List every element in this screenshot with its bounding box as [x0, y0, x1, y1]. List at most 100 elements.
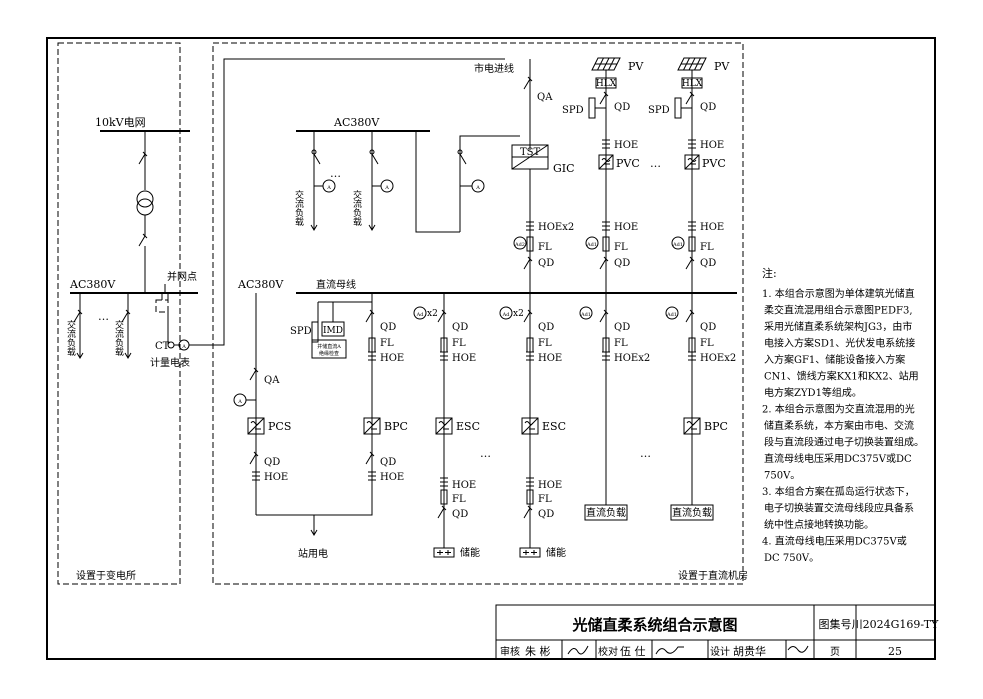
hoe-label: HOE	[700, 222, 724, 233]
ammeter-icon	[665, 306, 679, 320]
esc-converter	[435, 417, 453, 435]
fl-label: FL	[614, 242, 628, 253]
pvc-label: PVC	[616, 157, 640, 170]
note-line: 入方案GF1、储能设备接入方案	[764, 353, 905, 366]
isolator-symbol	[313, 153, 321, 168]
note-line: 直流母线电压采用DC375V或DC	[764, 452, 912, 465]
reviewer: 朱 彬	[525, 645, 551, 658]
imd-note: 并储直流A	[317, 343, 341, 350]
qd-label: QD	[614, 102, 630, 113]
designer-signature	[787, 645, 809, 653]
bpc-converter	[363, 417, 381, 435]
converter-diagonal	[521, 417, 539, 435]
note-line: 采用光储直柔系统架构JG3，由市	[764, 320, 912, 333]
note-line: 电方案ZYD1等组成。	[764, 386, 862, 399]
hoex2-label: HOEx2	[538, 222, 574, 233]
switch-symbol	[523, 255, 533, 273]
ammeter-label: Ad1	[666, 312, 677, 318]
converter-diagonal	[435, 417, 453, 435]
ammeter-label: Ad1	[672, 242, 683, 248]
qd-label: QD	[538, 258, 554, 269]
converter-diagonal	[684, 154, 700, 170]
switch-symbol	[685, 308, 695, 326]
storage-label: 储能	[460, 546, 480, 559]
hoe-symbol	[688, 351, 696, 361]
ammeter-icon	[499, 306, 513, 320]
qd-label: QD	[380, 322, 396, 333]
pvc-converter	[598, 154, 614, 170]
battery-icon	[519, 547, 541, 558]
qd-label: QD	[538, 322, 554, 333]
ac-load-label: 交流负载	[113, 319, 124, 357]
converter-diagonal	[683, 417, 701, 435]
esc-label: ESC	[542, 420, 566, 433]
grid-point-box	[155, 299, 169, 313]
note-line: 电接入方案SD1、光伏发电系统接	[764, 337, 915, 350]
isolator-symbol	[371, 153, 379, 168]
switch-symbol	[365, 308, 375, 326]
dc-bus-label: 直流母线	[316, 278, 356, 291]
switch-symbol	[249, 366, 259, 384]
bpc-label: BPC	[384, 420, 408, 433]
converter-diagonal	[247, 417, 265, 435]
hoe-symbol	[602, 351, 610, 361]
hoe-symbol	[602, 221, 610, 231]
substation-region	[57, 42, 181, 585]
dc-load-label: 直流负载	[586, 506, 626, 519]
x2-label: x2	[513, 309, 524, 319]
arrow-down-icon	[124, 352, 132, 359]
switch-symbol	[73, 308, 83, 326]
converter-ac-mark	[686, 421, 696, 425]
switch-symbol	[685, 90, 695, 108]
hoe-label: HOE	[380, 472, 404, 483]
grid-label: 10kV电网	[95, 116, 146, 129]
hoe-label: HOE	[380, 353, 404, 364]
qd-label: QD	[700, 322, 716, 333]
converter-ac-mark	[687, 158, 697, 162]
converter-diagonal	[598, 154, 614, 170]
fl-label: FL	[538, 494, 552, 505]
hoe-label: HOE	[614, 140, 638, 151]
page-number: 25	[888, 645, 902, 658]
ac-load-label: 交流负载	[351, 189, 362, 227]
ammeter-icon	[413, 306, 427, 320]
converter-ac-mark	[524, 421, 534, 425]
ellipsis-label: …	[640, 447, 651, 460]
mains-feed-wire	[189, 58, 505, 346]
hoex2-label: HOEx2	[614, 353, 650, 364]
outer-frame	[46, 37, 936, 660]
switch-symbol	[249, 450, 259, 468]
converter-ac-mark	[250, 421, 260, 425]
note-line: 电子切换装置交流母线段应具备系	[764, 502, 914, 515]
designer: 胡贵华	[733, 644, 766, 658]
fl-label: FL	[380, 338, 394, 349]
converter-ac-mark	[438, 421, 448, 425]
tst-label: TST	[520, 147, 541, 158]
hoe-symbol	[440, 477, 448, 487]
dc-load-box	[584, 504, 628, 521]
ac-bus2-label: AC380V	[237, 278, 284, 291]
converter-ac-mark	[366, 421, 376, 425]
mains-label: 市电进线	[474, 62, 514, 75]
pcs-label: PCS	[268, 420, 291, 433]
hoe-symbol	[440, 351, 448, 361]
battery-icon	[433, 547, 455, 558]
ammeter-label: A	[237, 399, 242, 405]
arrow-down-icon	[76, 352, 84, 359]
ammeter-label: A	[384, 185, 389, 191]
ct-label: CT	[155, 341, 170, 352]
qd-label: QD	[700, 258, 716, 269]
ellipsis-label: …	[98, 310, 109, 323]
qd-label: QD	[614, 258, 630, 269]
hoe-label: HOE	[264, 472, 288, 483]
gic-label: GIC	[553, 162, 575, 175]
hoe-label: HOE	[452, 480, 476, 491]
ammeter-label: Ad	[502, 312, 511, 318]
switch-symbol	[523, 75, 533, 93]
hoe-symbol	[368, 351, 376, 361]
ammeter-label: Ad	[416, 312, 425, 318]
spd-box	[588, 97, 596, 119]
qd-label: QD	[538, 509, 554, 520]
switch-symbol	[437, 504, 447, 522]
imd-note: 绝缘检查	[319, 350, 339, 357]
